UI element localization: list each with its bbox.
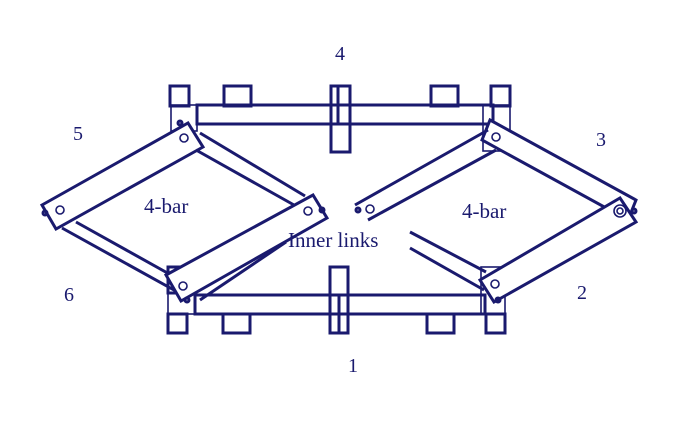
label-link-1: 1 (348, 355, 358, 377)
right-fourbar (354, 117, 639, 305)
left-fourbar (39, 119, 330, 304)
label-link-2: 2 (577, 282, 587, 304)
label-inner-links: Inner links (288, 228, 379, 252)
label-left-fourbar: 4-bar (144, 194, 189, 218)
label-right-fourbar: 4-bar (462, 199, 507, 223)
label-link-4: 4 (335, 43, 345, 65)
top-frame-link-4 (168, 84, 512, 154)
label-link-3: 3 (596, 129, 606, 151)
label-link-6: 6 (64, 284, 74, 306)
label-link-5: 5 (73, 123, 83, 145)
